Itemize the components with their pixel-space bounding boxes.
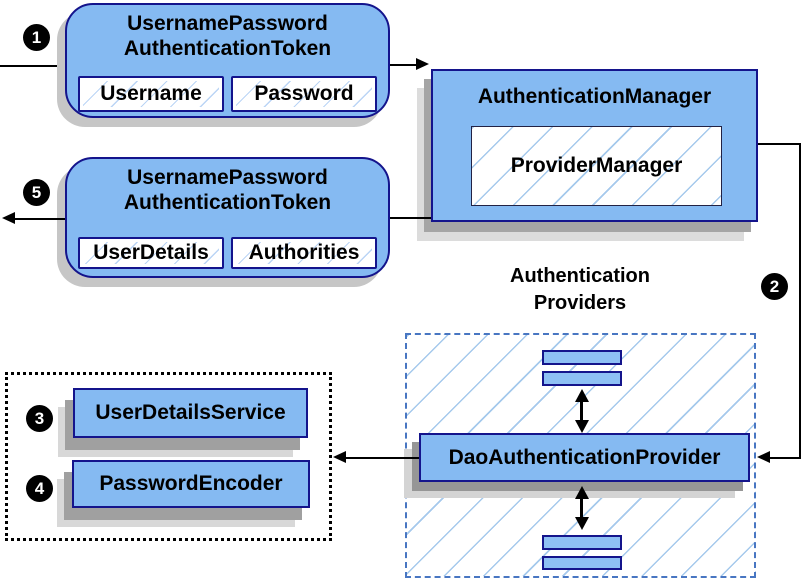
authorities-field: Authorities <box>231 237 377 269</box>
request-token-title-line1: UsernamePassword <box>127 12 328 35</box>
flow-line-manager-to-response-token <box>390 217 431 219</box>
provider-stack-bar <box>542 371 622 386</box>
response-token-box: UsernamePassword AuthenticationToken Use… <box>65 157 390 278</box>
authentication-providers-label-line2: Providers <box>533 292 627 314</box>
collaborators-group-box <box>5 372 332 541</box>
flow-line-input <box>0 65 65 67</box>
password-field: Password <box>231 76 377 112</box>
arrowhead-left-icon <box>757 451 770 463</box>
authentication-providers-label-line1: Authentication <box>510 265 650 287</box>
user-details-service-box: UserDetailsService <box>73 388 308 438</box>
step-4-badge: 4 <box>26 475 53 502</box>
response-token-title-line1: UsernamePassword <box>127 166 328 189</box>
step-3-badge: 3 <box>26 405 53 432</box>
username-field: Username <box>78 76 224 112</box>
arrowhead-right-icon <box>416 58 429 70</box>
flow-line-token-to-manager <box>390 64 416 66</box>
response-token-title-line2: AuthenticationToken <box>123 191 332 214</box>
flow-line-manager-right <box>758 143 801 145</box>
step-2-badge: 2 <box>761 273 788 300</box>
provider-stack-bar <box>542 535 622 550</box>
provider-manager-box: ProviderManager <box>471 126 722 206</box>
dao-authentication-provider-box: DaoAuthenticationProvider <box>419 433 750 482</box>
step-1-badge: 1 <box>23 24 50 51</box>
arrowhead-left-icon <box>333 451 346 463</box>
request-token-title: UsernamePassword AuthenticationToken <box>67 11 388 61</box>
request-token-box: UsernamePassword AuthenticationToken Use… <box>65 3 390 118</box>
arrowhead-down-icon <box>575 420 589 433</box>
flow-line-dao-to-collaborators <box>346 457 419 459</box>
authentication-manager-box: AuthenticationManager ProviderManager <box>431 69 758 222</box>
authentication-providers-label: Authentication Providers <box>455 263 705 317</box>
request-token-title-line2: AuthenticationToken <box>123 37 332 60</box>
arrowhead-down-icon <box>575 517 589 530</box>
arrowhead-left-icon <box>2 212 15 224</box>
flow-line-output <box>14 218 65 220</box>
provider-stack-bar <box>542 556 622 570</box>
bidirectional-arrow-top <box>580 400 583 422</box>
bidirectional-arrow-bottom <box>580 497 583 519</box>
flow-line-to-dao <box>770 457 799 459</box>
user-details-field: UserDetails <box>78 237 224 269</box>
arrowhead-up-icon <box>575 389 589 402</box>
step-5-badge: 5 <box>23 179 50 206</box>
flow-line-manager-down <box>799 143 801 459</box>
authentication-manager-title: AuthenticationManager <box>477 85 712 108</box>
response-token-title: UsernamePassword AuthenticationToken <box>67 165 388 215</box>
arrowhead-up-icon <box>575 486 589 499</box>
provider-stack-bar <box>542 350 622 365</box>
password-encoder-box: PasswordEncoder <box>72 460 310 508</box>
